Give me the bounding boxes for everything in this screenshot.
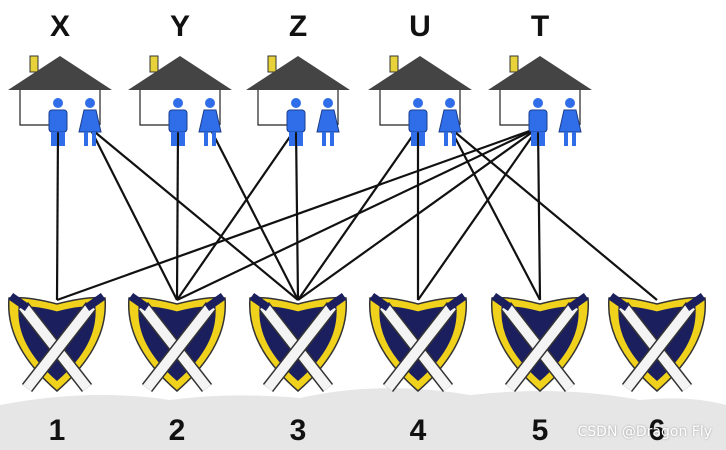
team-shield-1: 1	[7, 292, 107, 447]
team-label: 5	[532, 414, 549, 447]
man-icon	[168, 98, 188, 146]
chimney	[267, 55, 277, 73]
crossed-swords-icon	[8, 292, 106, 392]
crossed-swords-icon	[491, 292, 589, 392]
family-house-T: T	[488, 10, 592, 146]
roof	[8, 56, 112, 90]
assignment-edge	[417, 127, 539, 301]
woman-icon	[198, 98, 222, 146]
house-wall	[257, 90, 290, 126]
roof	[128, 56, 232, 90]
team-label: 3	[290, 414, 307, 447]
man-icon	[48, 98, 68, 146]
crossed-swords-icon	[128, 292, 226, 392]
roof	[246, 56, 350, 90]
team-shield-6: 6	[607, 292, 707, 447]
assignment-edge	[56, 126, 539, 302]
chimney	[509, 55, 519, 73]
assignment-edge	[449, 127, 541, 301]
ground-hills	[0, 388, 726, 450]
house-wall	[19, 90, 52, 126]
team-label: 4	[410, 414, 427, 447]
assignment-edge	[449, 127, 658, 301]
edges	[55, 126, 658, 302]
team-shield-4: 4	[368, 292, 468, 447]
man-icon	[408, 98, 428, 146]
assignment-edge	[176, 127, 297, 301]
family-label: X	[50, 10, 70, 43]
woman-icon	[78, 98, 102, 146]
assignment-edge	[209, 127, 299, 301]
crossed-swords-icon	[249, 292, 347, 392]
house-wall	[139, 90, 172, 126]
team-label: 1	[49, 414, 66, 447]
family-label: T	[531, 10, 549, 43]
woman-icon	[558, 98, 582, 146]
assignment-edge	[55, 127, 60, 301]
woman-icon	[316, 98, 340, 146]
chimney	[29, 55, 39, 73]
family-label: Z	[289, 10, 307, 43]
ground-hill	[0, 388, 726, 450]
family-house-Z: Z	[246, 10, 350, 146]
woman-icon	[438, 98, 462, 146]
assignment-edge	[175, 127, 180, 301]
team-shield-2: 2	[127, 292, 227, 447]
house-wall	[499, 90, 532, 126]
crossed-swords-icon	[608, 292, 706, 392]
family-label: U	[409, 10, 431, 43]
team-label: 6	[649, 414, 666, 447]
chimney	[149, 55, 159, 73]
teams: 1 2 3 4 5 6	[7, 292, 707, 447]
family-label: Y	[170, 10, 190, 43]
team-shield-5: 5	[490, 292, 590, 447]
team-shield-3: 3	[248, 292, 348, 447]
family-house-X: X	[8, 10, 112, 146]
chimney	[389, 55, 399, 73]
assignment-edge	[89, 127, 299, 301]
man-icon	[528, 98, 548, 146]
family-house-U: U	[368, 10, 472, 146]
family-house-Y: Y	[128, 10, 232, 146]
house-wall	[379, 90, 412, 126]
assignment-edge	[536, 127, 542, 301]
assignment-edge	[297, 127, 539, 301]
crossed-swords-icon	[369, 292, 467, 392]
assignment-edge	[176, 127, 539, 301]
team-label: 2	[169, 414, 186, 447]
assignment-edge	[89, 127, 178, 301]
roof	[368, 56, 472, 90]
man-icon	[286, 98, 306, 146]
watermark: CSDN @Dragon Fly	[577, 424, 712, 440]
roof	[488, 56, 592, 90]
